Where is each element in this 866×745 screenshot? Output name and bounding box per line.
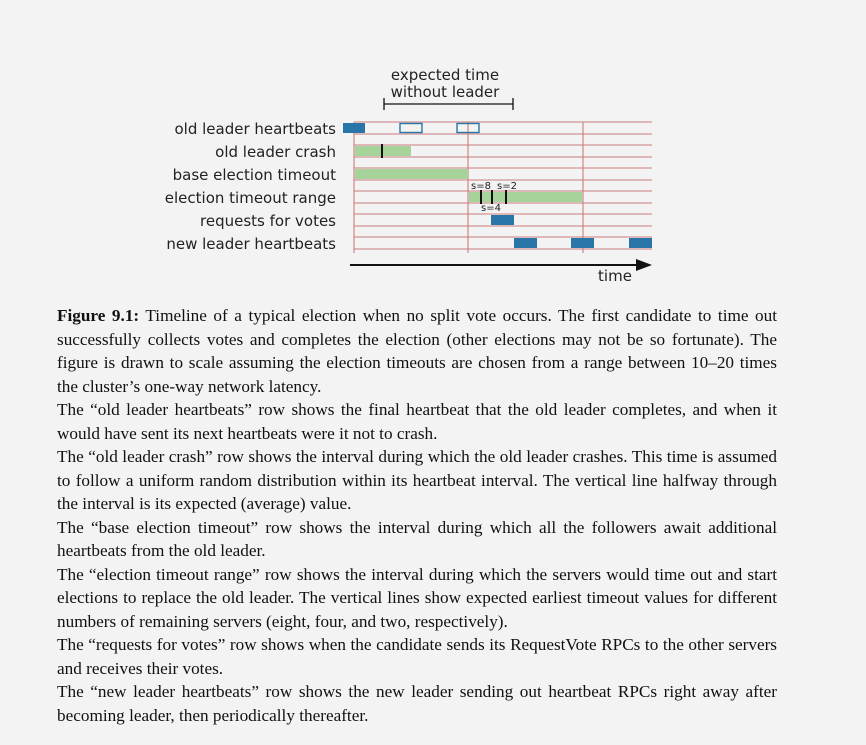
new-heartbeat-3: [629, 238, 652, 248]
grid-lines: [354, 121, 652, 250]
base-election-timeout-interval: [355, 169, 468, 179]
caption-base-election-timeout: The “base election timeout” row shows th…: [57, 517, 777, 561]
figure-number: Figure 9.1:: [57, 306, 140, 325]
s4-label: s=4: [481, 203, 501, 214]
expected-time-label-2: without leader: [391, 83, 500, 101]
request-votes-block: [491, 215, 514, 225]
expected-time-label-1: expected time: [391, 66, 499, 84]
caption-old-leader-crash: The “old leader crash” row shows the int…: [57, 447, 777, 513]
old-heartbeat-missed-2: [456, 122, 480, 134]
new-heartbeat-1: [514, 238, 537, 248]
row-label-election-timeout-range: election timeout range: [165, 189, 336, 207]
figure-caption: Figure 9.1: Timeline of a typical electi…: [57, 304, 777, 727]
election-timeout-range-interval: [469, 192, 582, 202]
grid-verticals: [353, 122, 584, 253]
time-axis-arrow: [636, 259, 652, 271]
caption-requests-for-votes: The “requests for votes” row shows when …: [57, 635, 777, 678]
s8-label: s=8: [471, 181, 491, 192]
row-label-old-leader-crash: old leader crash: [215, 143, 336, 161]
old-heartbeat-completed: [343, 123, 365, 133]
caption-intro-text: Timeline of a typical election when no s…: [57, 306, 777, 396]
time-label: time: [598, 267, 632, 285]
new-heartbeat-2: [571, 238, 594, 248]
caption-old-leader-heartbeats: The “old leader heartbeats” row shows th…: [57, 400, 777, 443]
election-timeline-diagram: expected time without leader old leader …: [165, 66, 652, 285]
old-heartbeat-missed-1: [399, 122, 423, 134]
s2-label: s=2: [497, 181, 517, 192]
caption-intro: Figure 9.1: Timeline of a typical electi…: [57, 304, 777, 398]
row-label-requests-for-votes: requests for votes: [200, 212, 336, 230]
row-label-base-election-timeout: base election timeout: [173, 166, 336, 184]
caption-election-timeout-range: The “election timeout range” row shows t…: [57, 564, 777, 631]
row-label-old-leader-heartbeats: old leader heartbeats: [174, 120, 336, 138]
caption-new-leader-heartbeats: The “new leader heartbeats” row shows th…: [57, 682, 777, 725]
row-label-new-leader-heartbeats: new leader heartbeats: [166, 235, 336, 253]
